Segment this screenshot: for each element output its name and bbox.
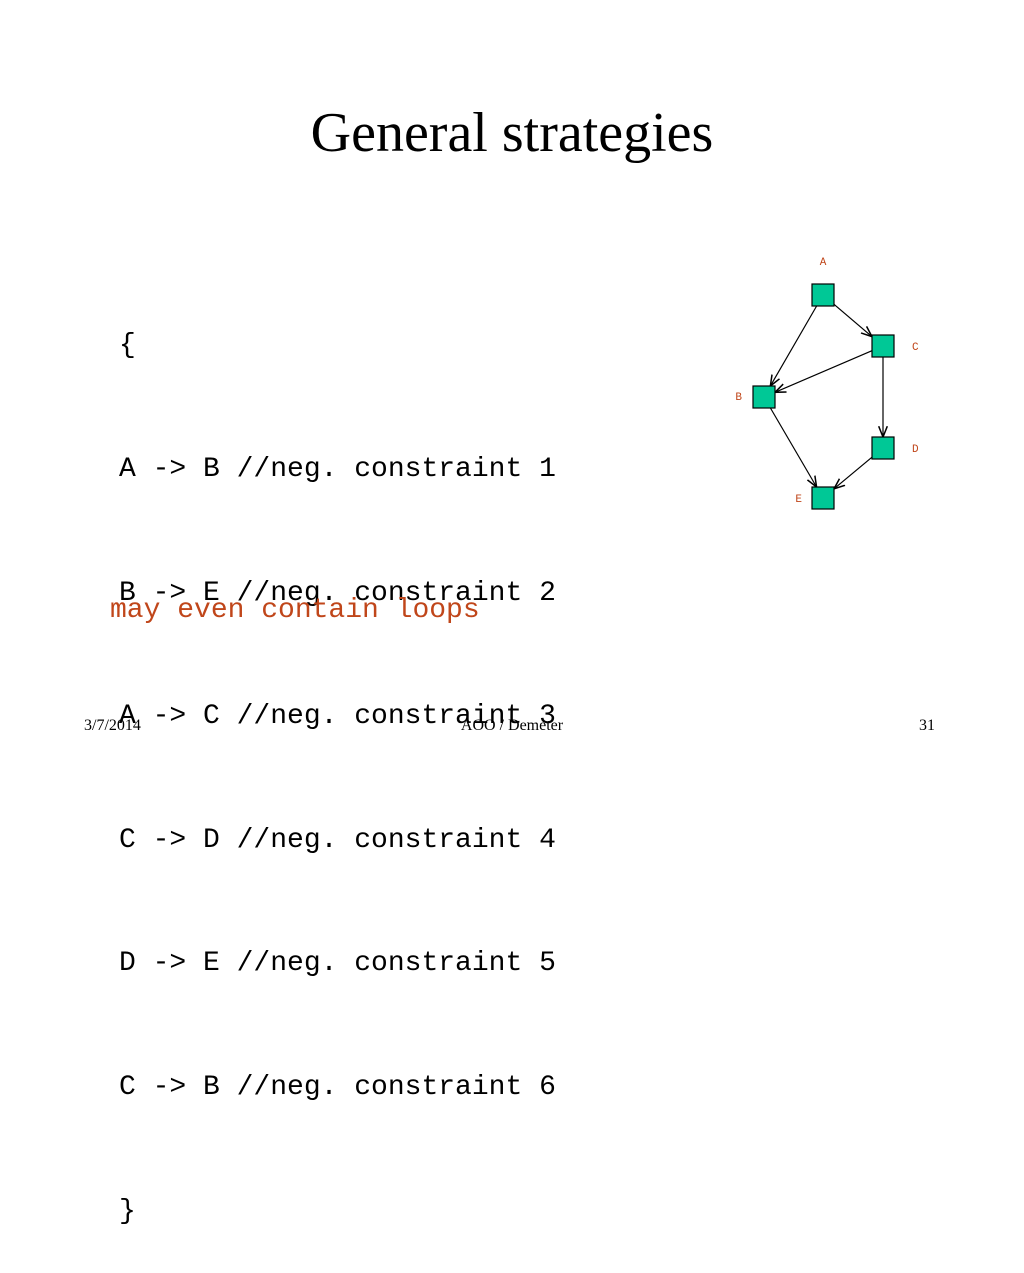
strategy-graph-diagram: A B C D E <box>735 257 919 510</box>
edge-b-to-e <box>769 407 816 487</box>
node-b <box>752 385 776 409</box>
slide-title: General strategies <box>310 102 714 164</box>
code-line: A -> C //neg. constraint 3 <box>119 701 556 733</box>
node-label-a: A <box>820 257 827 269</box>
node-e <box>811 486 835 510</box>
code-line: B -> E //neg. constraint 2 <box>119 577 556 609</box>
loops-note: may even contain loops <box>110 595 480 626</box>
page-number: 31 <box>919 717 935 734</box>
edge-c-to-b <box>775 350 873 393</box>
edge-a-to-b <box>770 305 818 386</box>
footer-date: 3/7/2014 <box>84 717 141 734</box>
edges-layer <box>769 303 883 489</box>
node-label-c: C <box>912 342 919 354</box>
code-line: { <box>119 330 136 362</box>
footer-title: AOO / Demeter <box>460 717 564 734</box>
nodes-layer: A B C D E <box>735 257 919 510</box>
edge-a-to-c <box>833 303 872 336</box>
node-a <box>811 283 835 307</box>
node-c <box>871 334 895 358</box>
node-d <box>871 436 895 460</box>
code-line: } <box>119 1195 136 1227</box>
code-line: D -> E //neg. constraint 5 <box>119 948 556 980</box>
edge-d-to-e <box>834 456 873 489</box>
node-label-b: B <box>735 392 742 404</box>
code-line: C -> B //neg. constraint 6 <box>119 1071 556 1103</box>
code-line: C -> D //neg. constraint 4 <box>119 824 556 856</box>
node-label-d: D <box>912 444 919 456</box>
node-label-e: E <box>795 494 802 506</box>
code-line: A -> B //neg. constraint 1 <box>119 454 556 485</box>
